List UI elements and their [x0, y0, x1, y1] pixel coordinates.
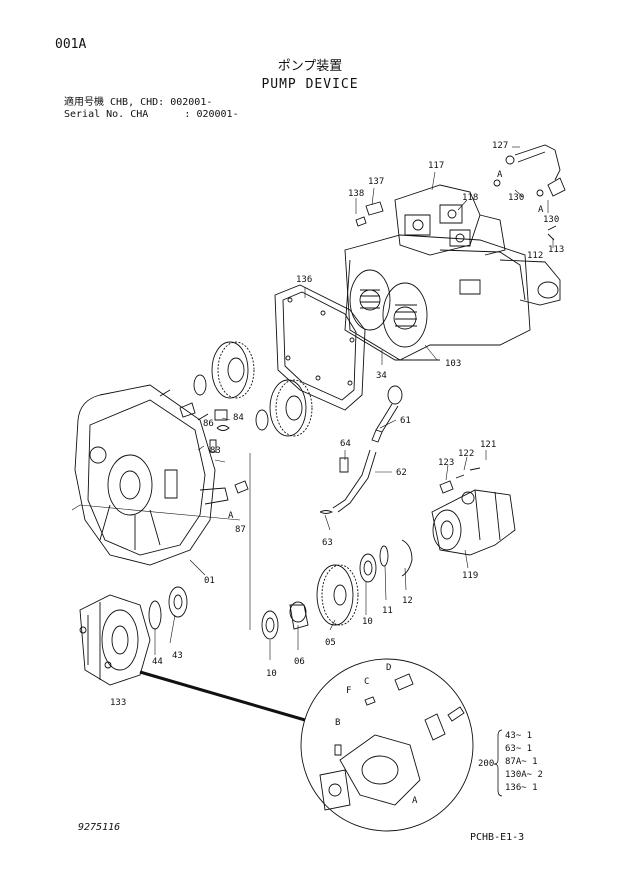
part-label-119: 119: [462, 571, 478, 581]
part-label-10: 10: [362, 617, 373, 627]
part-label-12: 12: [402, 596, 413, 606]
part-label-05: 05: [325, 638, 336, 648]
part-label-122: 122: [458, 449, 474, 459]
pump-body-drawing: [344, 144, 566, 361]
part-label-a: A: [228, 511, 234, 521]
part-label-63: 63: [322, 538, 333, 548]
part-label-136: 136: [296, 275, 312, 285]
part-label-127: 127: [492, 141, 508, 151]
page-id: 001A: [55, 37, 87, 52]
part-label-a: A: [412, 796, 418, 806]
gears-drawing: [179, 341, 313, 437]
document-code: PCHB-E1-3: [470, 832, 525, 843]
serial-applicability-line: 適用号機 CHB, CHD: 002001-: [64, 97, 213, 108]
part-label-11: 11: [382, 606, 393, 616]
part-label-44: 44: [152, 657, 163, 667]
part-label-61: 61: [400, 416, 411, 426]
kit-number: 200: [478, 759, 495, 769]
part-label-c: C: [364, 677, 369, 687]
dipstick-drawing: [319, 385, 403, 514]
coupling-drawing: [79, 586, 188, 686]
kit-item: 63~ 1: [505, 744, 533, 754]
part-label-34: 34: [376, 371, 387, 381]
part-label-137: 137: [368, 177, 384, 187]
part-label-117: 117: [428, 161, 444, 171]
kit-item: 136~ 1: [505, 783, 538, 793]
part-label-87: 87: [235, 525, 246, 535]
part-label-62: 62: [396, 468, 407, 478]
part-label-121: 121: [480, 440, 496, 450]
part-label-86: 86: [203, 419, 214, 429]
part-label-a: A: [538, 205, 544, 215]
gasket-drawing: [274, 284, 366, 411]
part-label-64: 64: [340, 439, 351, 449]
page-title-japanese: ポンプ装置: [277, 59, 343, 74]
part-label-130: 130: [543, 215, 559, 225]
page-title: PUMP DEVICE: [261, 77, 359, 92]
part-label-113: 113: [548, 245, 564, 255]
gear-pump-drawing: [431, 467, 516, 556]
shaft-parts-drawing: [261, 539, 413, 640]
part-label-130: 130: [508, 193, 524, 203]
part-label-103: 103: [445, 359, 461, 369]
part-label-123: 123: [438, 458, 454, 468]
part-label-f: F: [346, 686, 351, 696]
part-label-112: 112: [527, 251, 543, 261]
flywheel-housing-drawing: [74, 384, 249, 566]
serial-number-line: Serial No. CHA : 020001-: [64, 109, 239, 120]
leader-lines: [71, 146, 554, 660]
kit-item: 87A~ 1: [505, 757, 538, 767]
part-label-06: 06: [294, 657, 305, 667]
part-label-138: 138: [348, 189, 364, 199]
kit-item: 43~ 1: [505, 731, 533, 741]
part-labels: 127 117 137 138 118 130 A A 130 113 112 …: [110, 141, 564, 806]
part-label-83: 83: [210, 446, 221, 456]
part-label-10: 10: [266, 669, 277, 679]
document-number: 9275116: [78, 822, 121, 833]
part-label-a: A: [497, 170, 503, 180]
part-label-01: 01: [204, 576, 215, 586]
kit-item: 130A~ 2: [505, 770, 543, 780]
part-label-118: 118: [462, 193, 478, 203]
part-label-84: 84: [233, 413, 244, 423]
part-label-d: D: [386, 663, 391, 673]
kit-bracket: [493, 729, 503, 797]
detail-callout-drawing: [139, 658, 474, 832]
part-label-43: 43: [172, 651, 183, 661]
part-label-133: 133: [110, 698, 126, 708]
part-label-b: B: [335, 718, 340, 728]
